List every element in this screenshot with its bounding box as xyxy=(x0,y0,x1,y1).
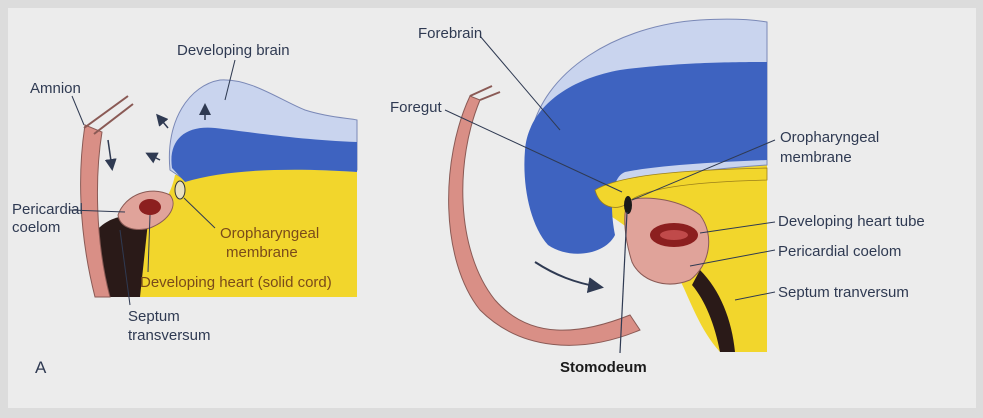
label-septum-a-1: Septum xyxy=(128,308,180,325)
leader-septum-a xyxy=(119,229,131,306)
label-pericardial-a-2: coelom xyxy=(12,219,60,236)
label-oropharyngeal-b-1: Oropharyngeal xyxy=(780,129,879,146)
panel-a-amnion-line xyxy=(83,95,134,135)
panel-b-foregut xyxy=(594,167,768,208)
panel-a-flow-arrow-2 xyxy=(145,152,161,164)
label-septum-a-2: transversum xyxy=(128,327,211,344)
label-panel-letter: A xyxy=(35,358,47,377)
panel-b-forebrain-dark xyxy=(524,62,767,254)
label-oropharyngeal-b-2: membrane xyxy=(780,149,852,166)
label-stomodeum: Stomodeum xyxy=(560,359,647,376)
panel-b: Forebrain Foregut Oropharyngeal membrane… xyxy=(390,18,925,376)
label-developing-heart-a: Developing heart (solid cord) xyxy=(140,274,332,291)
panel-b-amnion-line xyxy=(469,85,501,101)
label-foregut: Foregut xyxy=(390,99,443,116)
label-amnion: Amnion xyxy=(30,80,81,97)
leader-heart-a xyxy=(147,214,151,273)
label-pericardial-coelom-b: Pericardial coelom xyxy=(778,243,901,260)
label-septum-tranversum: Septum tranversum xyxy=(778,284,909,301)
panel-a-oropharyngeal xyxy=(174,180,186,200)
panel-a: Developing brain Amnion Pericardial coel… xyxy=(12,42,358,377)
leader-amnion xyxy=(71,95,85,126)
panel-b-flow-arrow xyxy=(534,261,604,294)
panel-a-yolk xyxy=(95,169,357,297)
panel-a-brain-dark xyxy=(171,127,357,182)
leader-developing-brain xyxy=(224,59,236,101)
panel-a-flow-arrow-3 xyxy=(156,113,169,129)
label-forebrain: Forebrain xyxy=(418,25,482,42)
leader-pericardial-a xyxy=(69,209,126,213)
panel-a-heart-cord xyxy=(139,199,161,215)
label-developing-heart-tube: Developing heart tube xyxy=(778,213,925,230)
leader-pericardial-b xyxy=(689,249,776,267)
leader-heart-tube xyxy=(699,221,776,234)
panel-a-flow-arrow-1 xyxy=(104,139,117,171)
panel-b-oropharyngeal xyxy=(624,196,632,214)
label-developing-brain: Developing brain xyxy=(177,42,290,59)
leader-oropharyngeal-b xyxy=(631,139,776,201)
leader-oropharyngeal-a xyxy=(183,197,216,229)
panel-a-septum xyxy=(95,216,148,297)
leader-stomodeum xyxy=(619,211,628,354)
panel-b-heart-lumen xyxy=(660,230,688,240)
panel-b-septum xyxy=(692,270,735,352)
label-pericardial-a-1: Pericardial xyxy=(12,201,83,218)
leader-forebrain xyxy=(479,35,561,131)
leader-septum-b xyxy=(734,291,776,301)
label-oropharyngeal-a-1: Oropharyngeal xyxy=(220,225,319,242)
label-oropharyngeal-a-2: membrane xyxy=(226,244,298,261)
leader-foregut xyxy=(444,109,623,193)
